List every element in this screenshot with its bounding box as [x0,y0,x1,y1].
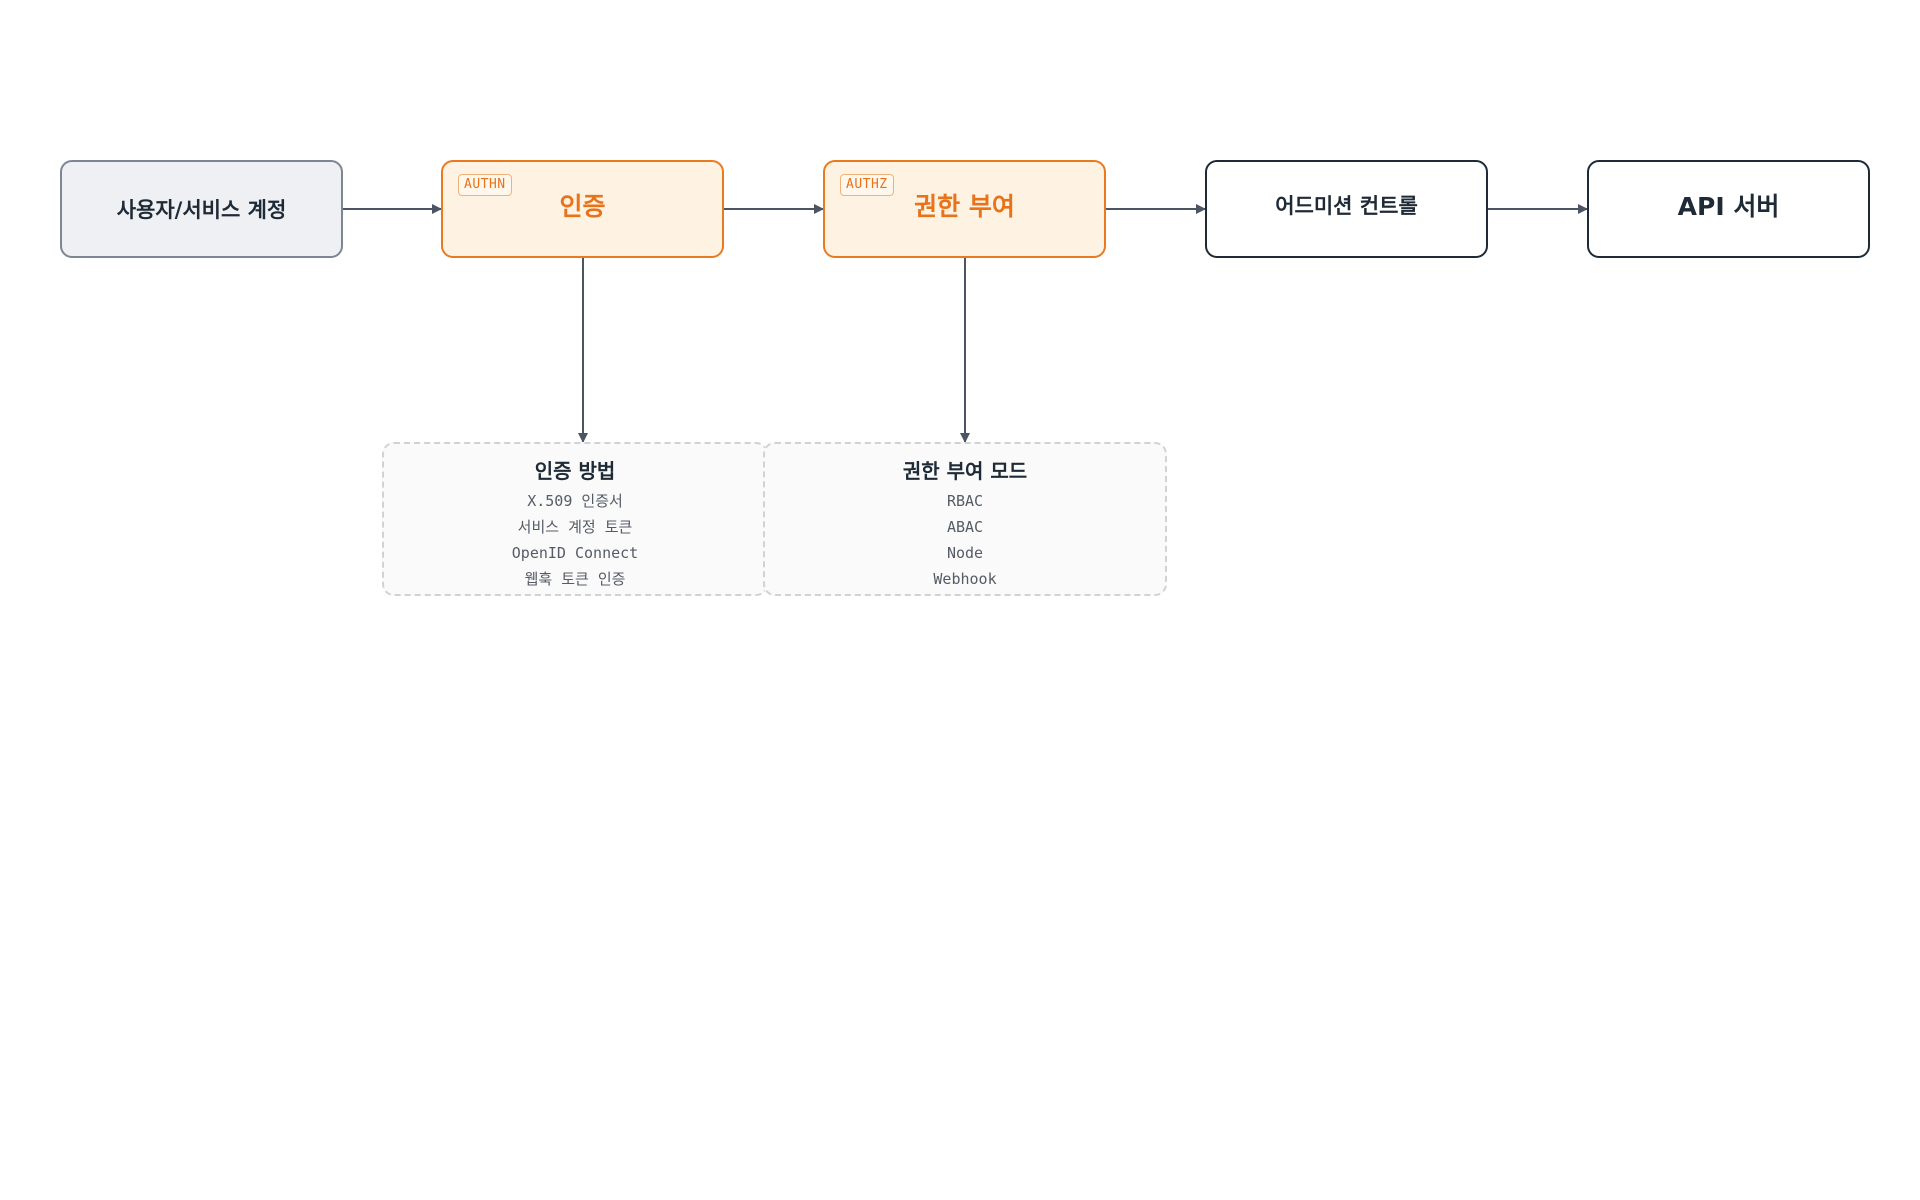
node-authorization: AUTHZ 권한 부여 [823,160,1106,258]
node-label: API 서버 [1677,192,1780,221]
node-label: 권한 부여 [914,192,1015,221]
authn-methods-panel: 인증 방법 X.509 인증서 서비스 계정 토큰 OpenID Connect… [382,442,768,596]
panel-title: 권한 부여 모드 [902,459,1028,483]
node-api-server: API 서버 [1587,160,1870,258]
authn-tag: AUTHN [458,174,512,196]
list-item: RBAC [946,492,984,510]
panel-items: X.509 인증서 서비스 계정 토큰 OpenID Connect 웹훅 토큰… [384,488,766,592]
authz-modes-panel: 권한 부여 모드 RBAC ABAC Node Webhook [763,442,1167,596]
list-item: Node [946,544,984,562]
list-item: Webhook [933,570,997,588]
node-label: 인증 [559,192,606,221]
authz-tag: AUTHZ [840,174,894,196]
node-label: 사용자/서비스 계정 [116,198,287,222]
panel-title: 인증 방법 [534,459,616,483]
node-label: 어드미션 컨트롤 [1275,194,1418,218]
node-authentication: AUTHN 인증 [441,160,724,258]
list-item: 서비스 계정 토큰 [517,518,633,536]
panel-items: RBAC ABAC Node Webhook [765,488,1165,592]
list-item: X.509 인증서 [527,492,623,510]
node-user-service-account: 사용자/서비스 계정 [60,160,343,258]
list-item: ABAC [946,518,984,536]
list-item: 웹훅 토큰 인증 [524,570,626,588]
list-item: OpenID Connect [511,544,639,562]
node-admission-control: 어드미션 컨트롤 [1205,160,1488,258]
